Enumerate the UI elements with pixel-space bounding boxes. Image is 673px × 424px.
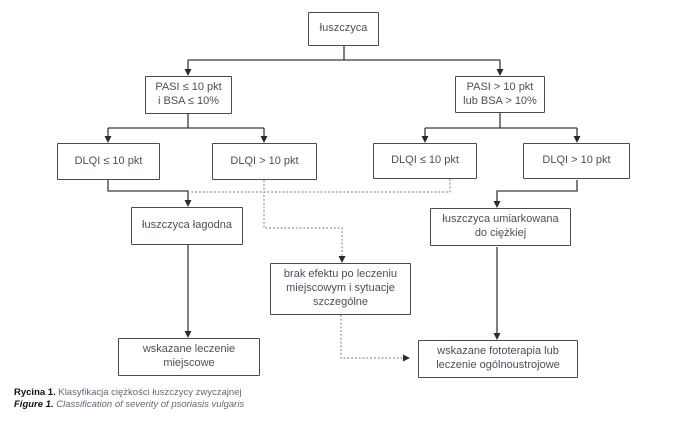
node-label: DLQI ≤ 10 pkt — [74, 154, 143, 167]
node-label-line3: szczególne — [312, 295, 369, 308]
node-label: łuszczyca — [319, 22, 368, 35]
caption-english-label: Figure 1. — [14, 399, 54, 410]
node-psoriasis-root: łuszczyca — [308, 12, 379, 46]
node-label: DLQI > 10 pkt — [542, 154, 611, 167]
node-phototherapy-systemic-treatment: wskazane fototerapia lub leczenie ogólno… — [418, 340, 578, 378]
node-label-line2: miejscowym i sytuacje — [286, 282, 395, 295]
node-label-line2: miejscowe — [163, 357, 215, 369]
node-moderate-severe-psoriasis: łuszczyca umiarkowana do ciężkiej — [430, 208, 571, 246]
node-label-line1: łuszczyca umiarkowana — [442, 213, 559, 226]
node-mild-psoriasis: łuszczyca łagodna — [131, 207, 243, 245]
node-label-line2: lub BSA > 10% — [463, 94, 537, 107]
node-label-line1: wskazane leczenie — [142, 343, 236, 356]
arrowheads — [104, 69, 581, 362]
node-label-line1: wskazane fototerapia lub — [437, 345, 559, 358]
node-label-line1: PASI ≤ 10 pkt — [155, 81, 222, 94]
figure-caption: Rycina 1. Klasyfikacja ciężkości łuszczy… — [14, 387, 244, 411]
node-label-line2: i BSA ≤ 10% — [157, 95, 220, 107]
node-label-line2: do ciężkiej — [474, 227, 527, 239]
node-label: DLQI > 10 pkt — [230, 154, 299, 167]
node-dlqi-low-right: DLQI ≤ 10 pkt — [373, 143, 477, 179]
dashed-connector-lines — [191, 179, 451, 359]
node-label: łuszczyca łagodna — [142, 219, 232, 232]
node-label-line1: PASI > 10 pkt — [466, 80, 534, 93]
caption-polish-label: Rycina 1. — [14, 387, 56, 398]
node-dlqi-high-left: DLQI > 10 pkt — [212, 143, 317, 180]
caption-english-text: Classification of severity of psoriasis … — [53, 399, 245, 410]
caption-polish: Rycina 1. Klasyfikacja ciężkości łuszczy… — [14, 387, 244, 399]
solid-connector-lines — [107, 46, 578, 334]
node-pasi-low: PASI ≤ 10 pkt i BSA ≤ 10% — [145, 76, 232, 114]
node-topical-treatment: wskazane leczenie miejscowe — [118, 338, 260, 376]
node-dlqi-high-right: DLQI > 10 pkt — [523, 143, 630, 179]
node-no-effect-special-situations: brak efektu po leczeniu miejscowym i syt… — [270, 263, 411, 315]
node-label-line2: leczenie ogólnoustrojowe — [436, 359, 560, 371]
node-dlqi-low-left: DLQI ≤ 10 pkt — [57, 143, 160, 180]
caption-polish-text: Klasyfikacja ciężkości łuszczycy zwyczaj… — [55, 387, 242, 398]
node-label-line1: brak efektu po leczeniu — [283, 268, 398, 281]
caption-english: Figure 1. Classification of severity of … — [14, 399, 244, 411]
node-label: DLQI ≤ 10 pkt — [391, 154, 459, 167]
node-pasi-high: PASI > 10 pkt lub BSA > 10% — [455, 76, 545, 113]
